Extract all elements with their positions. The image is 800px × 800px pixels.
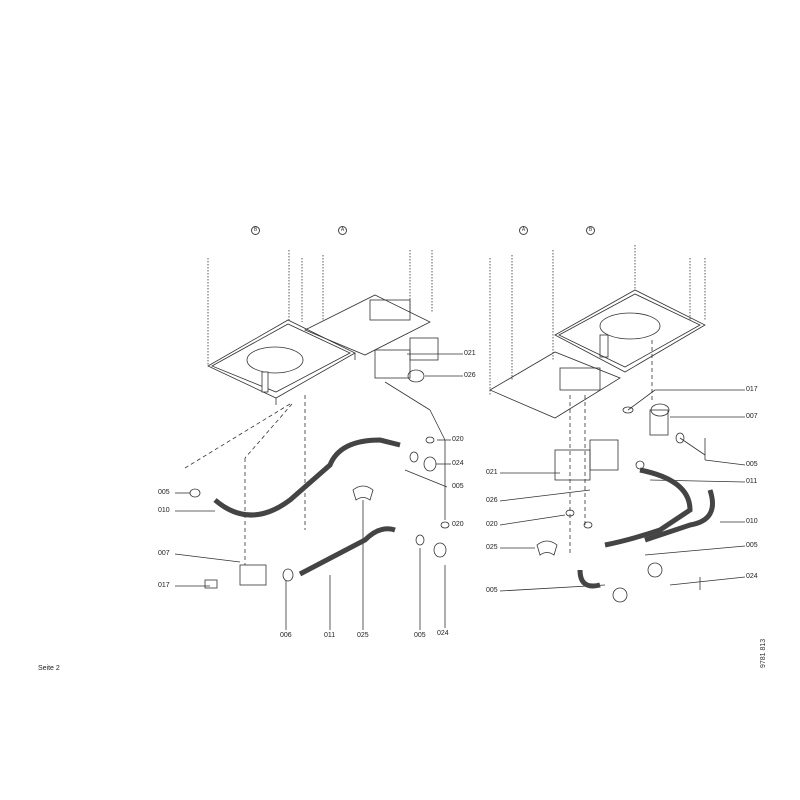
left-appliance-housing <box>207 250 433 366</box>
part-label-026: 026 <box>486 497 498 504</box>
right-appliance-housing <box>489 245 706 395</box>
part-label-005: 005 <box>486 587 498 594</box>
part-label-021: 021 <box>486 469 498 476</box>
part-label-005: 005 <box>158 489 170 496</box>
unit-marker-b: B <box>251 226 260 235</box>
part-label-010: 010 <box>158 507 170 514</box>
part-label-010: 010 <box>746 518 758 525</box>
unit-marker-a: A <box>338 226 347 235</box>
part-label-005: 005 <box>746 461 758 468</box>
part-label-005: 005 <box>414 632 426 639</box>
part-label-020: 020 <box>452 436 464 443</box>
part-label-025: 025 <box>357 632 369 639</box>
part-label-007: 007 <box>746 413 758 420</box>
left-leaders <box>174 381 451 630</box>
part-label-021: 021 <box>464 350 476 357</box>
right-appliance-base <box>489 289 706 419</box>
left-valve-block <box>374 337 463 383</box>
left-fittings <box>189 436 450 589</box>
part-label-017: 017 <box>746 386 758 393</box>
part-label-024: 024 <box>746 573 758 580</box>
part-label-024: 024 <box>452 460 464 467</box>
part-label-011: 011 <box>324 632 336 639</box>
part-label-006: 006 <box>280 632 292 639</box>
part-label-017: 017 <box>158 582 170 589</box>
part-label-007: 007 <box>158 550 170 557</box>
right-fittings <box>536 403 685 603</box>
page-label: Seite 2 <box>38 665 60 672</box>
left-pipe-010 <box>213 437 401 518</box>
part-label-026: 026 <box>464 372 476 379</box>
part-label-024: 024 <box>437 630 449 637</box>
part-label-025: 025 <box>486 544 498 551</box>
part-label-020: 020 <box>452 521 464 528</box>
right-leader-lines <box>569 340 653 555</box>
right-pipes <box>577 467 715 589</box>
left-pipe-011 <box>298 526 396 577</box>
part-label-020: 020 <box>486 521 498 528</box>
right-leaders <box>627 389 746 590</box>
part-label-005: 005 <box>746 542 758 549</box>
part-label-011: 011 <box>746 478 758 485</box>
left-appliance-base <box>207 294 431 405</box>
drawing-number: 9781 813 <box>760 638 767 668</box>
part-label-005: 005 <box>452 483 464 490</box>
unit-marker-a: A <box>519 226 528 235</box>
right-valve-block <box>499 439 619 592</box>
left-leader-lines <box>184 395 306 565</box>
unit-marker-b: B <box>586 226 595 235</box>
